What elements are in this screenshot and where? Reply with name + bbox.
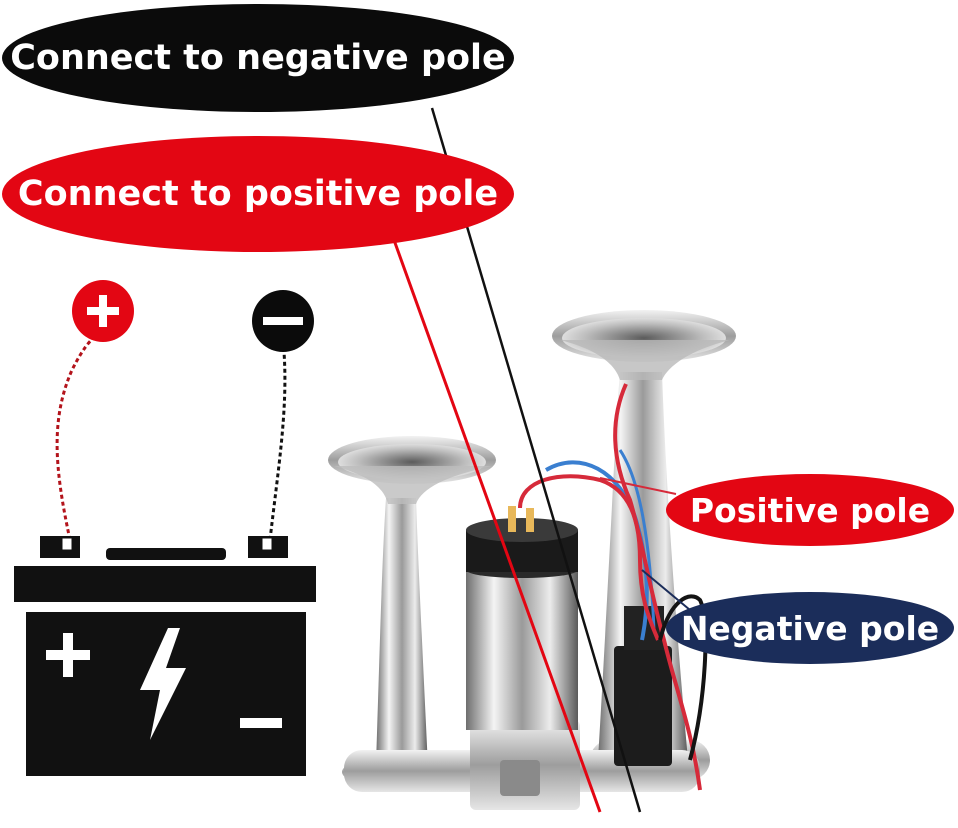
- battery-icon: [14, 536, 316, 776]
- negative-pole-label: Negative pole: [666, 592, 954, 664]
- connect-positive-label: Connect to positive pole: [2, 136, 514, 252]
- plus-sign-icon: [46, 633, 90, 677]
- minus-sign-icon: [240, 718, 282, 728]
- connect-negative-label: Connect to negative pole: [2, 4, 514, 112]
- plus-sign-icon: [72, 280, 134, 342]
- connect-positive-text: Connect to positive pole: [17, 174, 499, 214]
- lightning-bolt-icon: [140, 628, 186, 740]
- positive-pole-text: Positive pole: [689, 490, 931, 530]
- red-wire-horn: [613, 383, 702, 791]
- negative-pole-leader: [641, 569, 691, 611]
- positive-pole-label: Positive pole: [666, 474, 954, 546]
- connect-negative-text: Connect to negative pole: [10, 38, 506, 78]
- negative-dashed-lead: [268, 351, 287, 541]
- negative-pole-text: Negative pole: [680, 608, 940, 648]
- positive-dashed-lead: [55, 334, 97, 541]
- positive-connection-line: [392, 239, 602, 813]
- minus-sign-icon: [252, 290, 314, 352]
- positive-pole-leader: [599, 477, 677, 495]
